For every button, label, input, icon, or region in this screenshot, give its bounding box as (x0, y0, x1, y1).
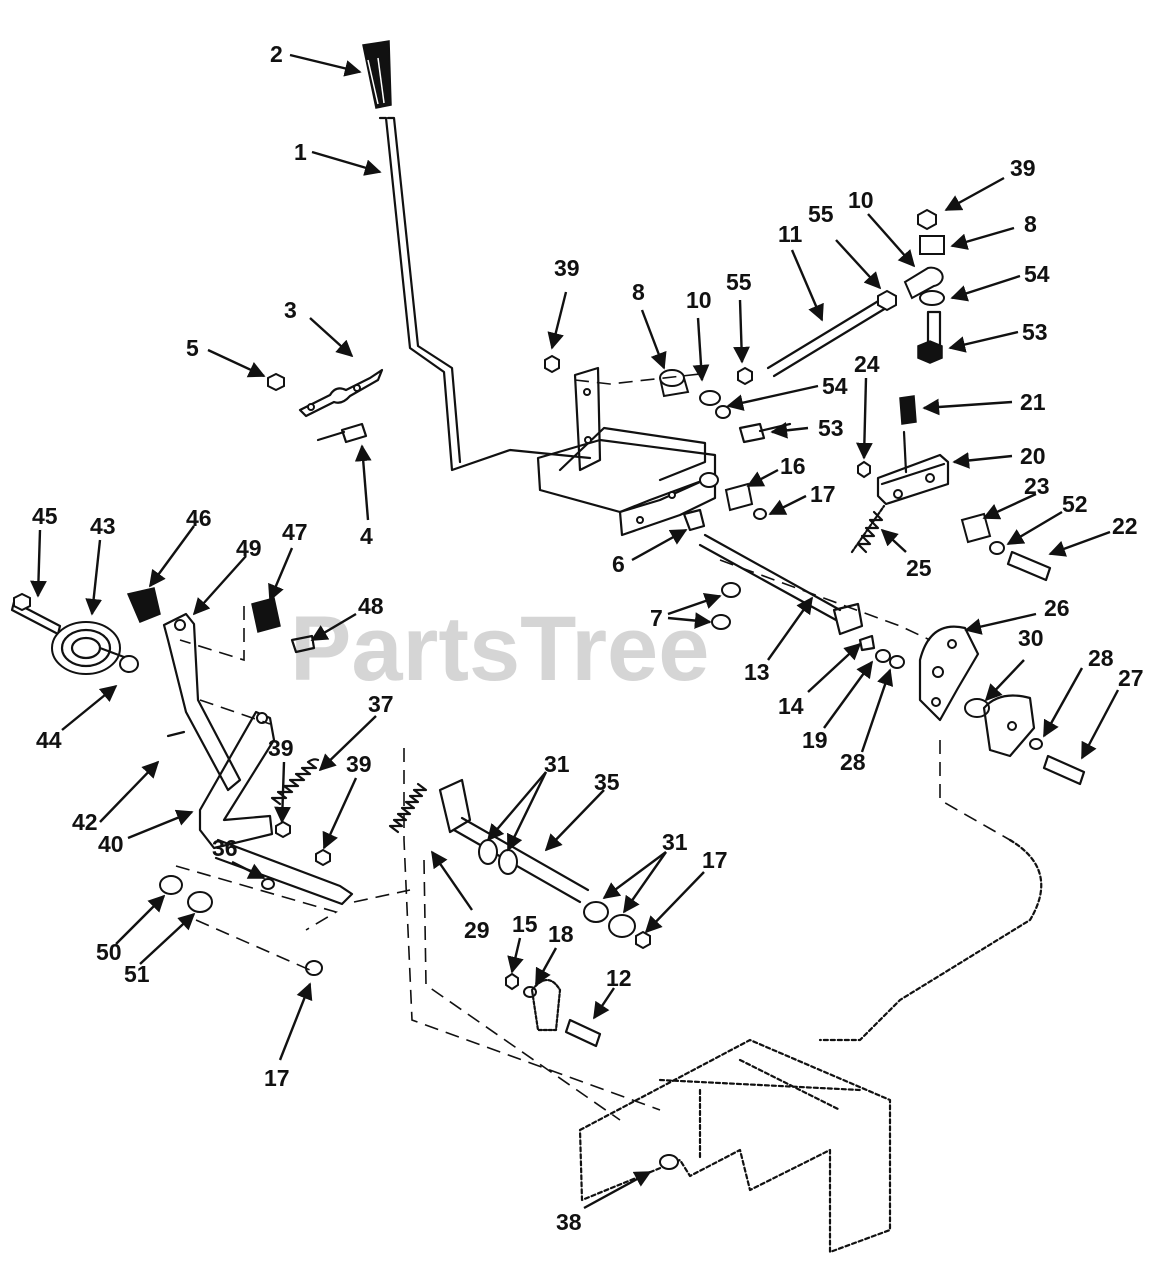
shaft-35-part (438, 778, 651, 950)
spring-37-part (270, 758, 320, 806)
callout-49: 49 (236, 535, 262, 561)
callout-46: 46 (186, 505, 212, 531)
callout-28: 28 (1088, 645, 1114, 671)
callout-39: 39 (554, 255, 580, 281)
callout-4: 4 (360, 523, 373, 549)
callout-54: 54 (822, 373, 848, 399)
callout-39: 39 (1010, 155, 1036, 181)
callout-23: 23 (1024, 473, 1050, 499)
callout-21: 21 (1020, 389, 1046, 415)
callout-55: 55 (808, 201, 834, 227)
callout-53: 53 (818, 415, 844, 441)
callout-17: 17 (810, 481, 836, 507)
callout-38: 38 (556, 1209, 582, 1235)
callout-5: 5 (186, 335, 199, 361)
callout-52: 52 (1062, 491, 1088, 517)
callout-24: 24 (854, 351, 880, 377)
callout-35: 35 (594, 769, 620, 795)
callout-47: 47 (282, 519, 308, 545)
callout-36: 36 (212, 835, 238, 861)
watermark: PartsTree (290, 598, 709, 700)
parts-drawing (10, 40, 1086, 1254)
shift-bracket-part (850, 395, 1052, 582)
callout-45: 45 (32, 503, 58, 529)
callout-14: 14 (778, 693, 804, 719)
callout-31: 31 (662, 829, 688, 855)
callout-10: 10 (848, 187, 874, 213)
callout-18: 18 (548, 921, 574, 947)
callout-30: 30 (1018, 625, 1044, 651)
callout-19: 19 (802, 727, 828, 753)
callout-27: 27 (1118, 665, 1144, 691)
small-hardware-part (505, 972, 602, 1048)
callout-39: 39 (268, 735, 294, 761)
spring-25-part (856, 510, 884, 554)
callout-43: 43 (90, 513, 116, 539)
bell-crank-40-part (198, 710, 276, 850)
callout-50: 50 (96, 939, 122, 965)
callout-54: 54 (1024, 261, 1050, 287)
callout-1: 1 (294, 139, 307, 165)
callout-29: 29 (464, 917, 490, 943)
callout-22: 22 (1112, 513, 1138, 539)
callout-15: 15 (512, 911, 538, 937)
lever-clamp-part (267, 368, 384, 444)
callout-40: 40 (98, 831, 124, 857)
upper-bracket-part (536, 354, 792, 537)
callout-25: 25 (906, 555, 932, 581)
callout-6: 6 (612, 551, 625, 577)
callout-13: 13 (744, 659, 770, 685)
callout-28: 28 (840, 749, 866, 775)
callout-53: 53 (1022, 319, 1048, 345)
callout-16: 16 (780, 453, 806, 479)
callout-labels: 2 1 3 5 4 39 8 10 55 11 55 10 39 8 54 53… (32, 41, 1144, 1235)
callout-17: 17 (702, 847, 728, 873)
lever-grip-part (362, 40, 392, 109)
callout-55: 55 (726, 269, 752, 295)
alignment-lines (175, 373, 1011, 1121)
adjust-rod-part (766, 208, 946, 378)
callout-leaders (30, 53, 1120, 1210)
callout-37: 37 (368, 691, 394, 717)
callout-26: 26 (1044, 595, 1070, 621)
callout-51: 51 (124, 961, 150, 987)
callout-17: 17 (264, 1065, 290, 1091)
callout-10: 10 (686, 287, 712, 313)
callout-12: 12 (606, 965, 632, 991)
callout-8: 8 (1024, 211, 1037, 237)
callout-20: 20 (1020, 443, 1046, 469)
callout-42: 42 (72, 809, 98, 835)
callout-7: 7 (650, 605, 663, 631)
lever-arm-49-part (162, 612, 242, 792)
frame-part (578, 838, 1043, 1254)
pulley-part (10, 592, 140, 675)
callout-31: 31 (544, 751, 570, 777)
callout-44: 44 (36, 727, 62, 753)
callout-2: 2 (270, 41, 283, 67)
nut-bushings-part (126, 587, 316, 654)
callout-39: 39 (346, 751, 372, 777)
callout-48: 48 (358, 593, 384, 619)
callout-3: 3 (284, 297, 297, 323)
shift-lever-part (378, 116, 592, 472)
callout-11: 11 (778, 221, 803, 247)
cross-shaft-part (698, 533, 1086, 786)
spring-29-part (388, 782, 428, 834)
callout-8: 8 (632, 279, 645, 305)
